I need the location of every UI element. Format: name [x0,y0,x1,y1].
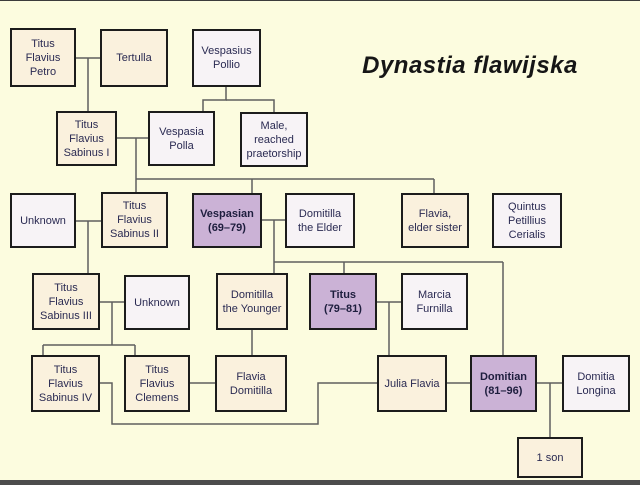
edge-sabinus-iv-julia-marriage [100,382,377,425]
node-tertulla: Tertulla [100,29,168,87]
node-label-line: the Younger [222,302,282,315]
node-label-line: Flavius [48,295,84,308]
node-label-line: Titus [31,37,55,50]
top-border-line [0,0,640,1]
node-label-line: Vespasius [201,45,252,57]
node-label-line: Domitian [479,370,528,383]
node-label-line: Domitilla [298,207,342,220]
node-label-line: Flavia [236,370,266,383]
node-label-line: Cerialis [508,228,546,241]
edge-pollio-to-male [226,99,275,112]
node-unknown-wife-sabinus-ii: Unknown [10,193,76,248]
node-label-line: Marcia [417,288,451,301]
node-label-line: Titus [122,200,147,212]
node-julia-flavia: Julia Flavia [377,355,447,412]
node-label-line: Flavius [69,132,104,145]
node-label-line: praetorship [246,147,302,160]
node-label-line: Unknown [20,214,66,227]
node-label-line: Domitilla [230,288,274,301]
node-label-line: Furnilla [416,302,453,315]
node-label-line: (69–79) [208,221,246,234]
node-one-son: 1 son [517,437,583,478]
node-label-line: Quintus [508,200,546,213]
node-label-line: Domitilla [229,384,273,397]
node-label-line: Flavius [25,51,61,64]
node-label-line: Pollio [213,59,240,71]
node-label-line: Titus [74,118,99,131]
node-label-line: Flavius [48,377,83,390]
node-titus: Titus(79–81) [309,273,377,330]
node-label-line: Sabinus I [63,146,110,159]
node-label-line: Domitia [577,370,615,383]
node-label-line: Tertulla [116,52,152,64]
node-label-line: Unknown [134,296,180,309]
node-label-line: Vespasian [200,207,254,220]
node-label-line: Sabinus III [40,309,92,322]
node-label-line: Flavius [139,377,175,390]
edge-pollio-to-vespasia-polla [202,87,227,111]
node-domitian: Domitian(81–96) [470,355,537,412]
node-label-line: elder sister [408,221,462,234]
node-label-line: reached [254,133,294,146]
node-label-line: Polla [169,139,194,152]
node-label-line: Petillius [508,214,546,227]
node-vespasian: Vespasian(69–79) [192,193,262,248]
node-unknown-wife-sabinus-iii: Unknown [124,275,190,330]
node-label-line: Titus [329,288,357,301]
node-label-line: Sabinus IV [38,391,93,404]
bottom-border-line [0,480,640,485]
node-flavia-elder-sister: Flavia,elder sister [401,193,469,248]
node-label-line: Flavius [117,214,152,226]
node-label-line: Titus [54,281,78,294]
node-label-line: Julia Flavia [384,377,440,390]
node-label-line: Vespasia [159,125,204,138]
node-label-line: (81–96) [484,384,523,397]
node-label-line: Flavia, [418,207,452,220]
node-label-line: the Elder [297,221,343,234]
node-label-line: 1 son [536,451,564,464]
node-label-line: Titus [145,363,169,376]
node-label-line: Petro [29,65,57,78]
diagram-title: Dynastia flawijska [362,52,578,79]
node-label-line: Sabinus II [110,228,159,240]
node-label-line: Male, [260,119,288,132]
node-label-line: Titus [53,363,78,376]
node-label-line: (79–81) [324,302,362,315]
node-label-line: Longina [576,384,616,397]
node-label-line: Clemens [135,391,179,404]
